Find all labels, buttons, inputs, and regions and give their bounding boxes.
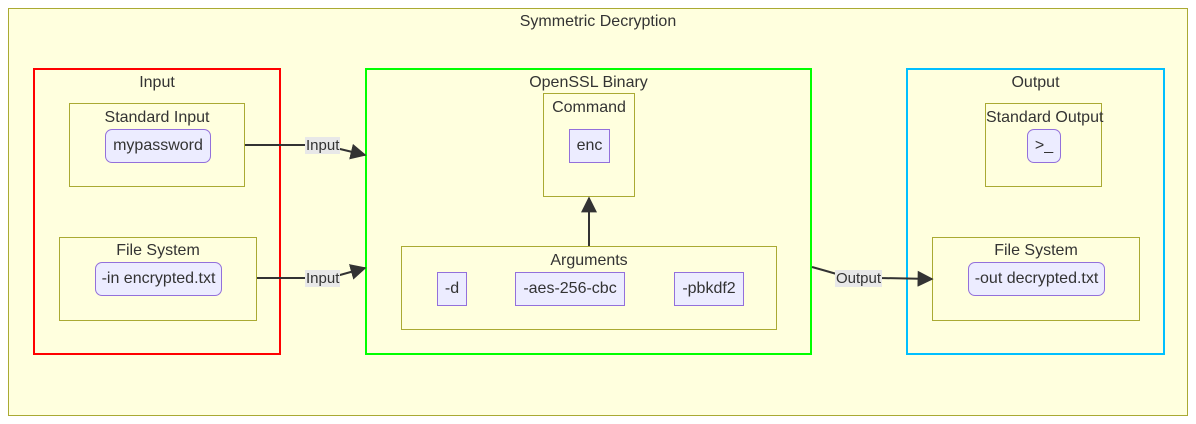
- openssl-binary-title: OpenSSL Binary: [529, 74, 648, 91]
- edge-label-input-file: Input: [305, 270, 341, 287]
- cipher-flag-node: -aes-256-cbc: [515, 272, 625, 306]
- output-file-system-title: File System: [994, 242, 1078, 259]
- standard-input-title: Standard Input: [104, 109, 210, 126]
- arguments-title: Arguments: [550, 252, 628, 269]
- command-cluster: Command enc: [543, 93, 635, 197]
- command-title: Command: [552, 99, 626, 116]
- input-file-system-cluster: File System -in encrypted.txt: [59, 237, 257, 321]
- edge-label-output: Output: [835, 270, 883, 287]
- diagram-title: Symmetric Decryption: [519, 13, 677, 30]
- encrypted-file-node: -in encrypted.txt: [95, 262, 222, 296]
- input-group-title: Input: [139, 74, 175, 91]
- enc-node: enc: [569, 129, 610, 163]
- decrypt-flag-node: -d: [437, 272, 467, 306]
- arguments-cluster: Arguments -d -aes-256-cbc -pbkdf2: [401, 246, 777, 330]
- standard-input-cluster: Standard Input mypassword: [69, 103, 245, 187]
- output-group-title: Output: [1011, 74, 1060, 91]
- decrypted-file-node: -out decrypted.txt: [968, 262, 1105, 296]
- standard-output-title: Standard Output: [986, 109, 1104, 126]
- pbkdf2-flag-node: -pbkdf2: [674, 272, 744, 306]
- edge-label-input-password: Input: [305, 137, 341, 154]
- terminal-prompt-node: >_: [1027, 129, 1061, 163]
- standard-output-cluster: Standard Output >_: [985, 103, 1104, 187]
- password-node: mypassword: [105, 129, 211, 163]
- output-file-system-cluster: File System -out decrypted.txt: [932, 237, 1140, 321]
- input-file-system-title: File System: [116, 242, 200, 259]
